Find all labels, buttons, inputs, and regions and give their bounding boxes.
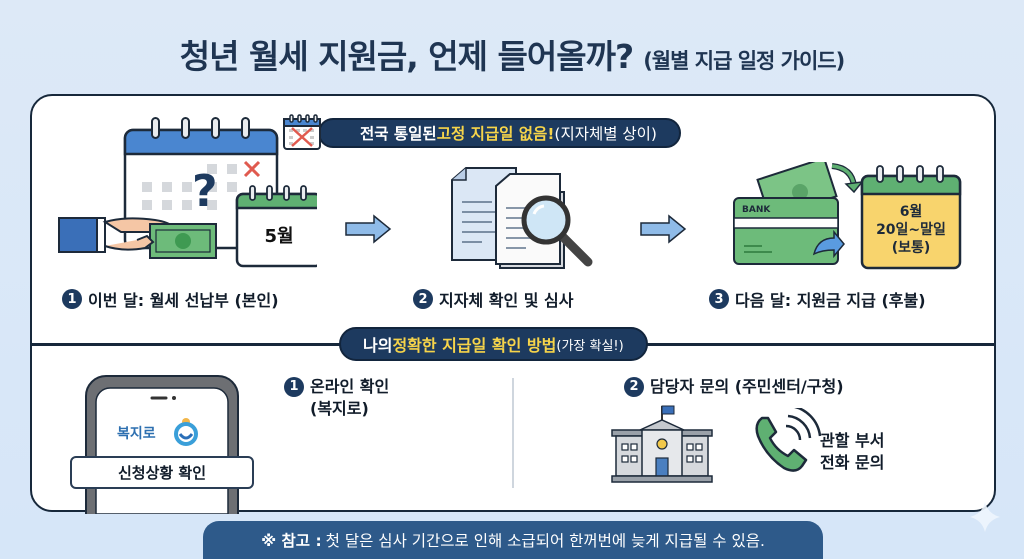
title-sub: (월별 지급 일정 가이드) [643,49,845,73]
vertical-divider [512,378,514,488]
step-1-label: 1 이번 달: 월세 선납부 (본인) [62,287,279,311]
svg-text:6월: 6월 [900,203,923,220]
title-main: 청년 월세 지원금, 언제 들어올까? [179,37,634,76]
banner-mid-highlight: 정확한 지급일 확인 방법 [392,336,557,355]
svg-text:(보통): (보통) [892,240,931,256]
step-2-label: 2 지자체 확인 및 심사 [413,287,573,311]
banner-mid-prefix: 나의 [363,336,393,355]
contact-line2: 전화 문의 [820,453,885,472]
method-2-title: 2 담당자 문의 (주민센터/구청) [624,376,844,398]
banner-top-suffix: (지자체별 상이) [554,125,657,143]
step-2-text: 지자체 확인 및 심사 [439,291,574,310]
bokjiro-logo: 복지로 [117,426,156,442]
document-search-icon [451,167,593,269]
step-3-label: 3 다음 달: 지원금 지급 (후불) [709,287,926,311]
svg-text:?: ? [192,166,218,217]
note-label: ※ 참고 : [261,532,322,550]
step-number-2: 2 [413,289,433,309]
step-1-text: 이번 달: 월세 선납부 (본인) [88,291,279,310]
no-fixed-date-banner: 전국 통일된 고정 지급일 없음! (지자체별 상이) [318,118,681,148]
svg-text:5월: 5월 [264,226,293,247]
method-1-title: 1 온라인 확인 (복지로) [284,376,389,420]
smartphone-icon [85,375,239,514]
page-title: 청년 월세 지원금, 언제 들어올까? (월별 지급 일정 가이드) [0,30,1024,78]
method-2-text: 담당자 문의 (주민센터/구청) [650,377,844,396]
arrow-right-icon [640,214,687,244]
method-number-2: 2 [624,377,644,397]
svg-text:BANK: BANK [742,205,771,215]
guide-card: 전국 통일된 고정 지급일 없음! (지자체별 상이) ? 5월 [30,94,996,514]
step-number-1: 1 [62,289,82,309]
bank-card-icon: BANK 6월 20일~말일 (보통) [733,162,962,270]
method-number-1: 1 [284,377,304,397]
banner-top-prefix: 전국 통일된 [360,125,437,143]
step-3-text: 다음 달: 지원금 지급 (후불) [735,291,926,310]
calendar-x-icon [283,114,321,150]
contact-line1: 관할 부서 [820,431,885,450]
contact-text: 관할 부서 전화 문의 [820,430,884,474]
method-1-line2: (복지로) [310,399,369,418]
sparkle-icon [970,502,1000,532]
note-text: 첫 달은 심사 기간으로 인해 소급되어 한꺼번에 늦게 지급될 수 있음. [325,532,765,550]
check-method-banner: 나의 정확한 지급일 확인 방법 (가장 확실!) [339,327,648,361]
step-number-3: 3 [709,289,729,309]
government-building-icon [611,405,713,483]
application-status-button[interactable]: 신청상황 확인 [70,456,254,489]
arrow-right-icon [345,214,392,244]
banner-top-highlight: 고정 지급일 없음! [436,125,555,143]
reference-note: ※ 참고 : 첫 달은 심사 기간으로 인해 소급되어 한꺼번에 늦게 지급될 … [203,521,823,559]
svg-text:20일~말일: 20일~말일 [876,222,946,238]
calendar-payment-icon: ? 5월 [58,117,317,268]
phone-call-icon [755,408,822,472]
method-1-line1: 온라인 확인 [310,377,390,396]
banner-mid-suffix: (가장 확실!) [556,338,624,354]
